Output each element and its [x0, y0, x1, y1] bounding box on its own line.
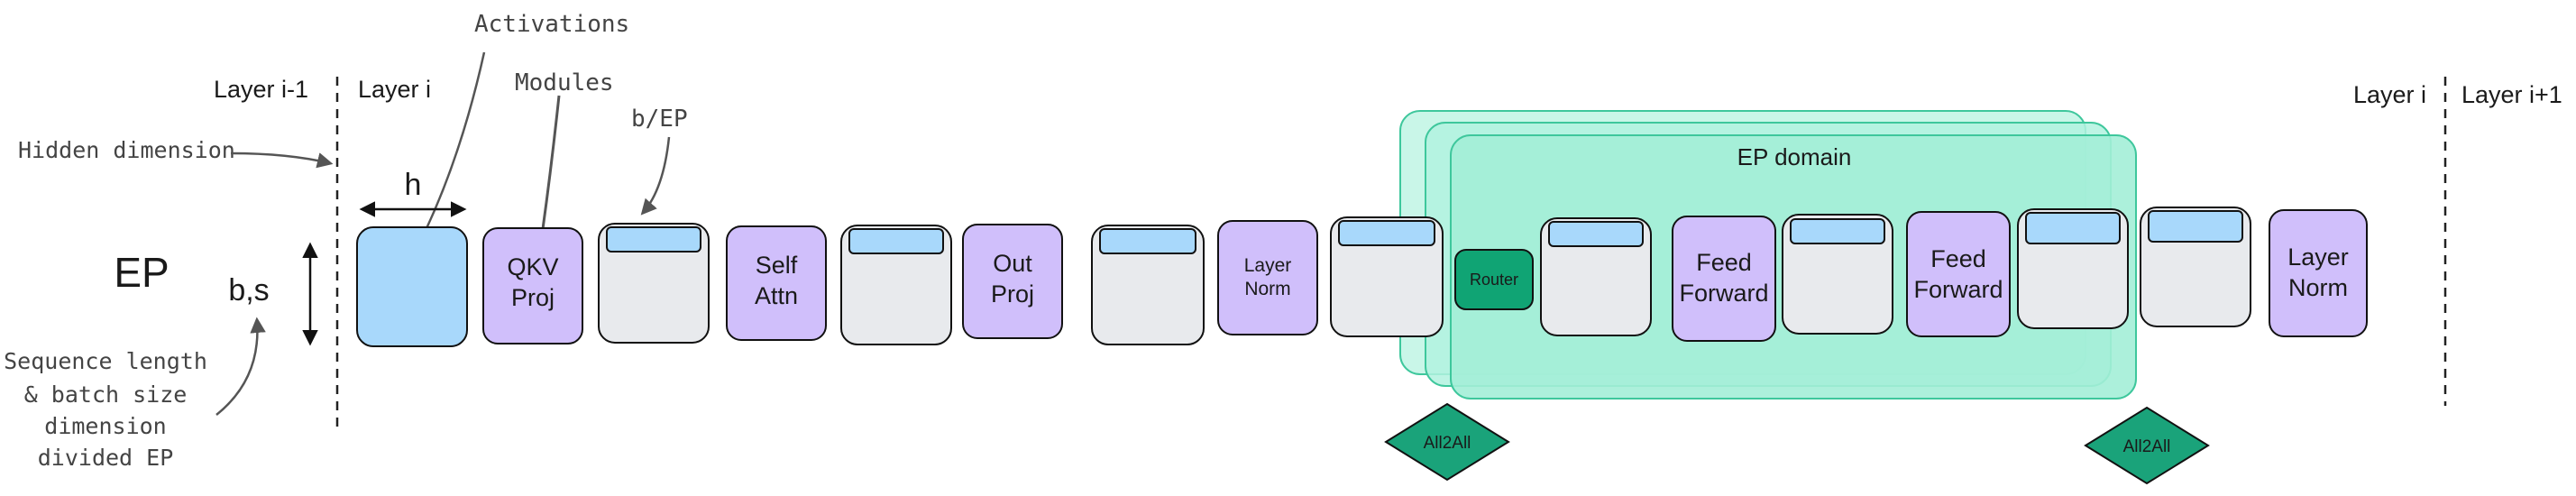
module-qkv-proj-line1: QKV: [507, 253, 558, 280]
annotation-sequence-line-2: & batch size: [24, 381, 188, 408]
activation-block-5: [1540, 217, 1652, 336]
module-layer-norm-mid-line1: Layer: [1244, 255, 1292, 276]
layer-label-current-right: Layer i: [2353, 81, 2426, 108]
layer-label-prev: Layer i-1: [214, 76, 308, 103]
ep-label: EP: [114, 249, 169, 296]
module-qkv-proj-line2: Proj: [511, 284, 555, 311]
h-label: h: [405, 168, 422, 202]
activation-shard-4: [1338, 220, 1435, 246]
all2all-diamond-1: [1384, 402, 1510, 482]
activation-shard-8: [2148, 210, 2243, 243]
activation-shard-1: [606, 226, 701, 253]
module-qkv-proj: [482, 227, 583, 344]
arrow-hidden-dimension: [230, 152, 334, 169]
activation-block-4: [1330, 216, 1444, 337]
module-feed-forward-1-line1: Feed: [1696, 249, 1752, 276]
module-feed-forward-2-line2: Forward: [1913, 276, 2003, 303]
module-layer-norm-end-line1: Layer: [2287, 243, 2349, 271]
activation-block-input: [356, 226, 468, 347]
module-out-proj-line2: Proj: [991, 280, 1034, 308]
all2all-label-2: All2All: [2123, 437, 2171, 456]
annotation-activations: Activations: [474, 11, 629, 38]
module-feed-forward-2-line1: Feed: [1930, 245, 1986, 272]
module-layer-norm-end: [2269, 209, 2368, 337]
module-router: [1454, 249, 1534, 310]
activation-shard-7: [2025, 212, 2121, 244]
all2all-diamond-2: [2084, 406, 2210, 485]
arrow-b-ep: [640, 136, 671, 216]
activation-shard-2: [848, 228, 944, 254]
module-layer-norm-mid: [1217, 220, 1318, 335]
module-self-attn: [726, 225, 827, 341]
module-router-label: Router: [1470, 271, 1518, 289]
annotation-sequence-line-4: divided EP: [38, 445, 174, 471]
all2all-label-1: All2All: [1424, 434, 1471, 453]
module-layer-norm-end-line2: Norm: [2288, 274, 2348, 301]
annotation-sequence-line-3: dimension: [44, 413, 166, 439]
arrow-sequence: [215, 317, 266, 416]
module-out-proj-line1: Out: [993, 250, 1032, 277]
activation-shard-6: [1790, 218, 1885, 244]
activation-block-3: [1091, 225, 1205, 345]
arrow-activations: [417, 51, 486, 249]
annotation-modules: Modules: [515, 69, 614, 96]
activation-block-1: [598, 223, 710, 344]
module-self-attn-line2: Attn: [755, 282, 798, 309]
module-feed-forward-1-line2: Forward: [1679, 280, 1768, 307]
annotation-b-ep: b/EP: [631, 106, 688, 133]
annotation-sequence-line-1: Sequence length: [4, 348, 207, 374]
activation-block-2: [840, 225, 952, 345]
activation-shard-5: [1548, 221, 1644, 247]
annotation-hidden-dimension: Hidden dimension: [18, 137, 235, 163]
bs-label: b,s: [228, 273, 269, 308]
module-out-proj: [962, 224, 1063, 339]
module-self-attn-line1: Self: [756, 252, 798, 279]
activation-shard-3: [1099, 228, 1196, 254]
layer-label-current: Layer i: [358, 76, 431, 103]
module-layer-norm-mid-line2: Norm: [1244, 279, 1290, 299]
module-feed-forward-1: [1672, 216, 1776, 342]
ep-domain-label: EP domain: [1737, 143, 1852, 170]
layer-label-next: Layer i+1: [2461, 81, 2562, 108]
module-feed-forward-2: [1906, 211, 2011, 337]
